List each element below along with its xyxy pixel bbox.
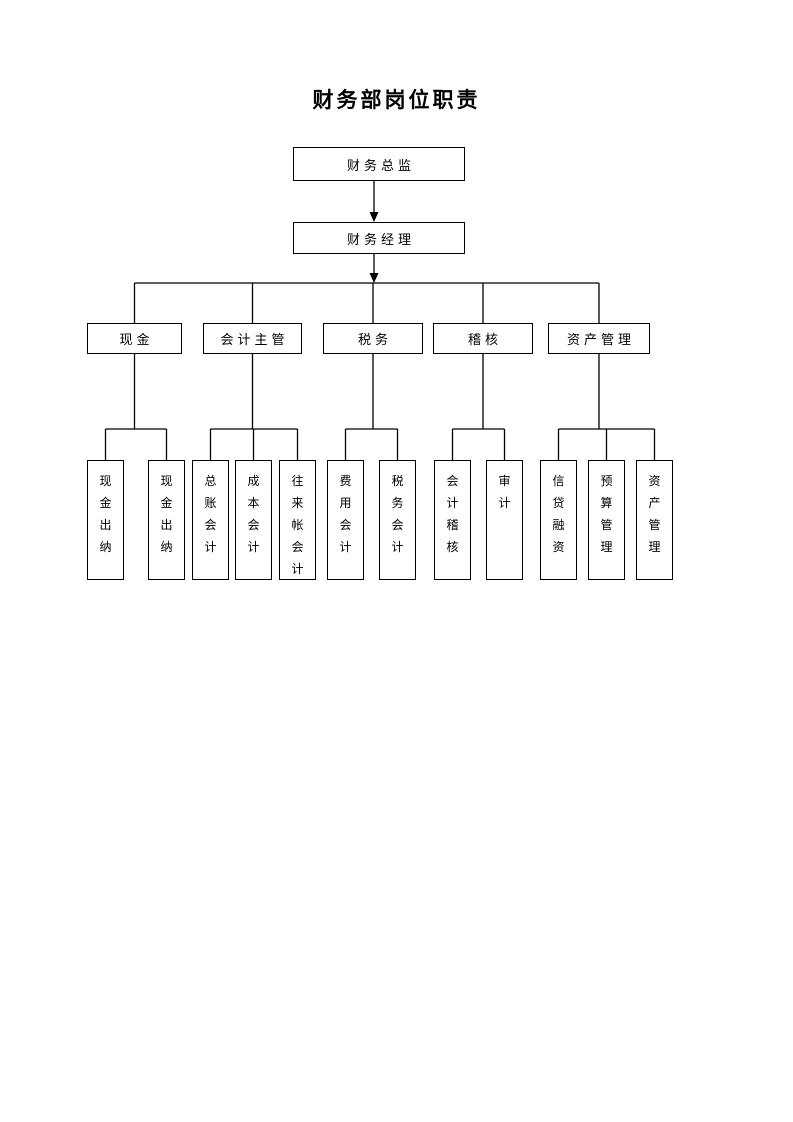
node-finance-director: 财务总监	[293, 147, 465, 181]
node-dept-asset-management: 资产管理	[548, 323, 650, 354]
node-credit-financing: 信贷融资	[540, 460, 577, 580]
node-cost-accountant: 成本会计	[235, 460, 272, 580]
node-accounting-auditor: 会计稽核	[434, 460, 471, 580]
node-cash-cashier-1: 现金出纳	[87, 460, 124, 580]
page-title: 财务部岗位职责	[312, 88, 481, 112]
node-cash-cashier-2: 现金出纳	[148, 460, 185, 580]
node-auditor: 审计	[486, 460, 523, 580]
arrowhead-icon	[369, 212, 379, 283]
node-dept-tax: 税务	[323, 323, 423, 354]
node-asset-management: 资产管理	[636, 460, 673, 580]
node-budget-management: 预算管理	[588, 460, 625, 580]
node-tax-accountant: 税务会计	[379, 460, 416, 580]
node-dept-accounting-supervisor: 会计主管	[203, 323, 302, 354]
node-general-ledger-accountant: 总账会计	[192, 460, 229, 580]
node-finance-manager: 财务经理	[293, 222, 465, 254]
node-dept-cash: 现金	[87, 323, 182, 354]
node-dept-audit: 稽核	[433, 323, 533, 354]
node-current-accounts-accountant: 往来帐会计	[279, 460, 316, 580]
node-expense-accountant: 费用会计	[327, 460, 364, 580]
